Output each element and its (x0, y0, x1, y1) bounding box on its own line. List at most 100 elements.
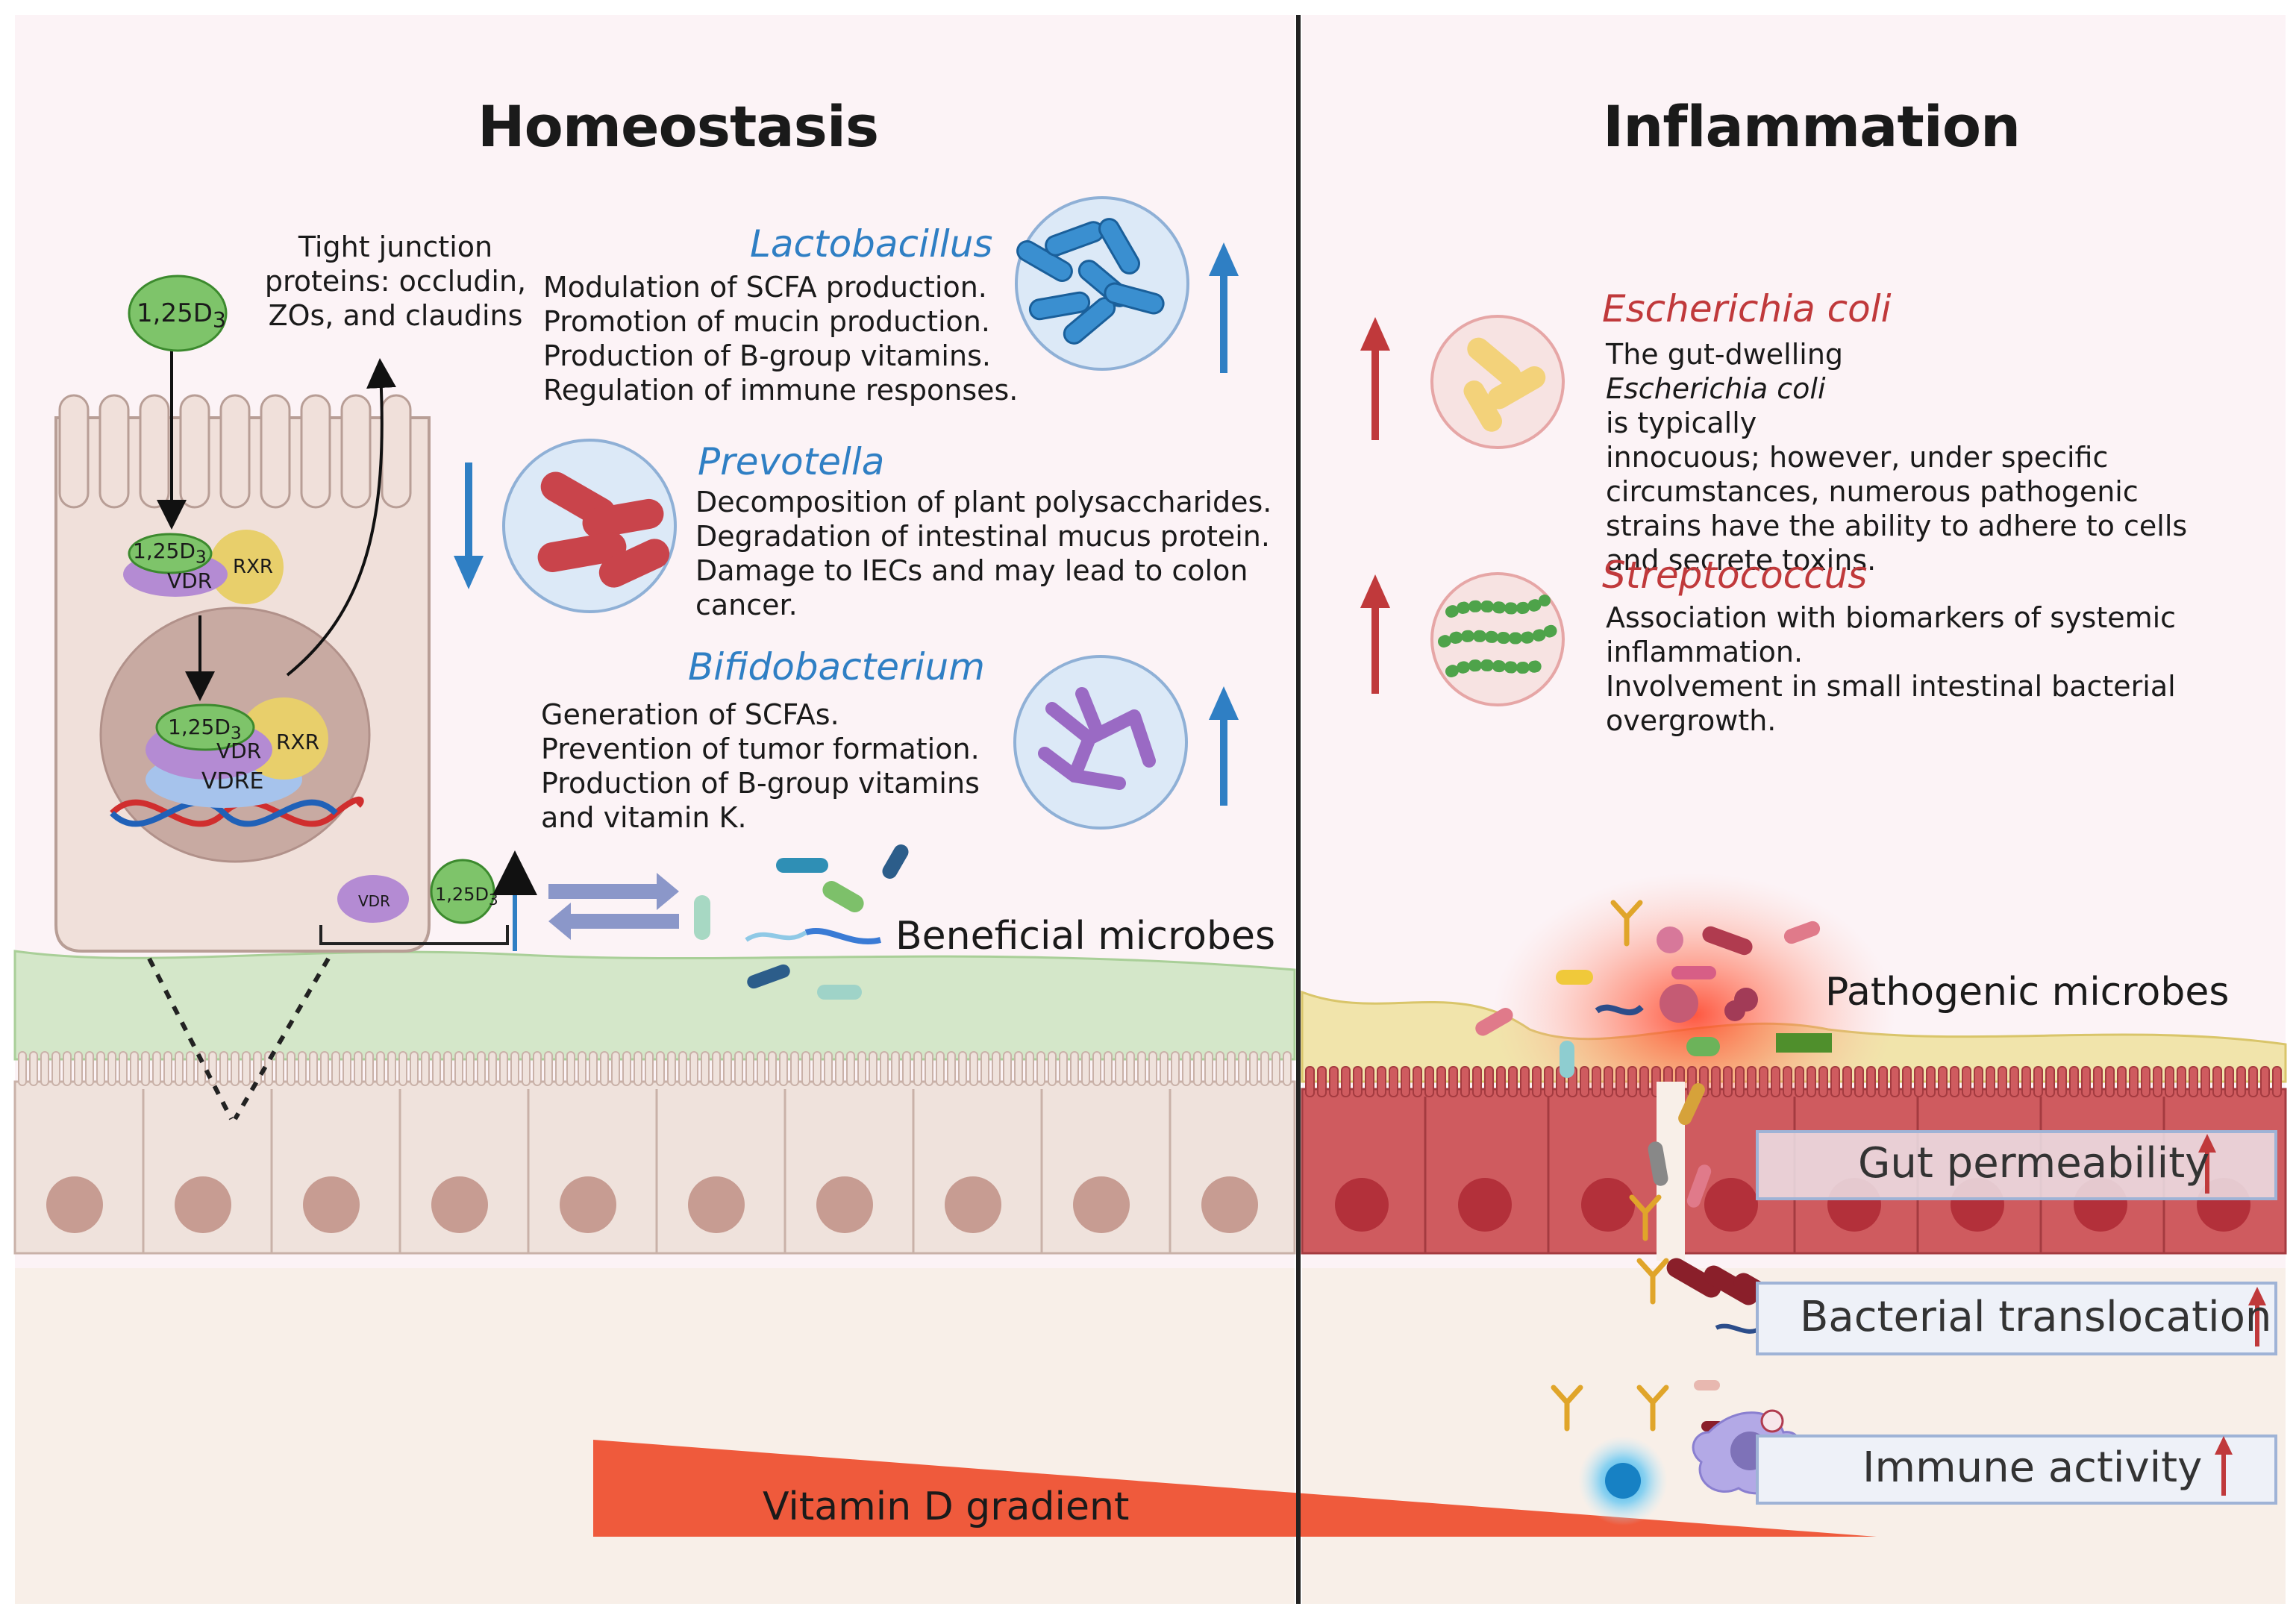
microvillus (1227, 1051, 1236, 1086)
microvillus (992, 1051, 1001, 1086)
vdr-label-membrane: VDR (358, 892, 390, 910)
microvillus (443, 1051, 452, 1086)
lactobacillus-illustration (1015, 196, 1189, 371)
microvillus (678, 1051, 687, 1086)
microvillus (1305, 1066, 1315, 1097)
streptococcus-description: Association with biomarkers of systemic … (1606, 601, 2176, 738)
microvillus (1544, 1066, 1554, 1097)
lactobacillus-rod (1028, 291, 1091, 321)
microvillus (566, 1051, 575, 1086)
vdr-label-cyto: VDR (167, 568, 213, 593)
microvillus (1830, 1066, 1840, 1097)
pathogenic-microbe-scatter (1475, 921, 1832, 1208)
inflammation-title: Inflammation (1603, 93, 2021, 160)
cell-nucleus (303, 1176, 360, 1233)
description-line: circumstances, numerous pathogenic (1606, 475, 2139, 508)
microvillus (1735, 1066, 1745, 1097)
lactobacillus-up-arrow (1209, 242, 1239, 373)
cell-nucleus (1335, 1178, 1389, 1232)
microvillus (1317, 1066, 1327, 1097)
microvillus (1271, 1051, 1280, 1086)
microvillus (779, 1051, 788, 1086)
description-line: Degradation of intestinal mucus protein. (695, 520, 1270, 553)
microvillus (611, 1051, 620, 1086)
microvillus (208, 1051, 217, 1086)
microvillus (387, 1051, 396, 1086)
microvillus (253, 1051, 262, 1086)
microvillus (410, 1051, 419, 1086)
microvillus (1048, 1051, 1057, 1086)
microvillus (186, 1051, 195, 1086)
description-line: Production of B-group vitamins. (543, 339, 991, 372)
microvillus (2153, 1066, 2162, 1097)
microvillus (2177, 1066, 2186, 1097)
microvillus (2105, 1066, 2115, 1097)
ligand-label-top: 1,25D3 (137, 298, 226, 333)
microvillus (589, 1051, 598, 1086)
microvillus (18, 1051, 27, 1086)
microvillus (880, 1051, 889, 1086)
microvillus (1818, 1066, 1828, 1097)
description-line: Promotion of mucin production. (543, 305, 990, 338)
microvillus (163, 1051, 172, 1086)
microvillus (85, 1051, 94, 1086)
microvillus (141, 1051, 150, 1086)
description-line: The gut-dwelling Escherichia coli is typ… (1606, 338, 1844, 439)
microvillus (1401, 1066, 1410, 1097)
microvillus (1938, 1066, 1948, 1097)
microvillus (1126, 1051, 1135, 1086)
lactobacillus-rod (1098, 218, 1140, 275)
cell-microvillus (139, 394, 170, 509)
cell-microvillus (300, 394, 331, 509)
microvillus (622, 1051, 631, 1086)
description-line: Association with biomarkers of systemic (1606, 601, 2177, 634)
microvillus (689, 1051, 698, 1086)
microvillus (2165, 1066, 2174, 1097)
microvillus (1413, 1066, 1422, 1097)
description-line: strains have the ability to adhere to ce… (1606, 509, 2188, 542)
microvillus (1104, 1051, 1113, 1086)
microvillus (969, 1051, 978, 1086)
microvillus (1950, 1066, 1959, 1097)
microvillus (421, 1051, 430, 1086)
microvillus (1604, 1066, 1613, 1097)
vitamin-d-gradient-wedge (593, 1440, 1877, 1537)
microvillus (1496, 1066, 1506, 1097)
microvillus (1795, 1066, 1804, 1097)
microvillus (2069, 1066, 2079, 1097)
microvillus (1783, 1066, 1792, 1097)
microvillus (1377, 1066, 1386, 1097)
bifidobacterium-description: Generation of SCFAs. Prevention of tumor… (541, 697, 980, 835)
microvillus (1148, 1051, 1157, 1086)
antibody (1610, 900, 1643, 947)
zoom-line-left (147, 957, 234, 1120)
microvillus (2189, 1066, 2198, 1097)
microvillus (107, 1051, 116, 1086)
microvillus (1627, 1066, 1637, 1097)
microvillus (1014, 1051, 1023, 1086)
antibody (1629, 1194, 1662, 1241)
microvillus (40, 1051, 49, 1086)
antibody (1636, 1385, 1669, 1432)
microvillus (1484, 1066, 1494, 1097)
microvillus (1986, 1066, 1995, 1097)
microvillus (1171, 1051, 1180, 1086)
microvillus (275, 1051, 284, 1086)
enterocyte-cell (54, 351, 537, 953)
microvillus (2129, 1066, 2139, 1097)
microvillus (600, 1051, 609, 1086)
microvillus (757, 1051, 766, 1086)
microvillus (1747, 1066, 1757, 1097)
beneficial-microbes-label: Beneficial microbes (895, 914, 1276, 959)
microvillus (1260, 1051, 1269, 1086)
microvillus (74, 1051, 83, 1086)
microvillus (488, 1051, 497, 1086)
microvillus (2141, 1066, 2150, 1097)
microvillus (510, 1051, 519, 1086)
microvillus (1025, 1051, 1034, 1086)
microvillus (376, 1051, 385, 1086)
cell-nucleus (1458, 1178, 1512, 1232)
microvillus (544, 1051, 553, 1086)
healthy-epithelium (13, 1051, 1296, 1255)
